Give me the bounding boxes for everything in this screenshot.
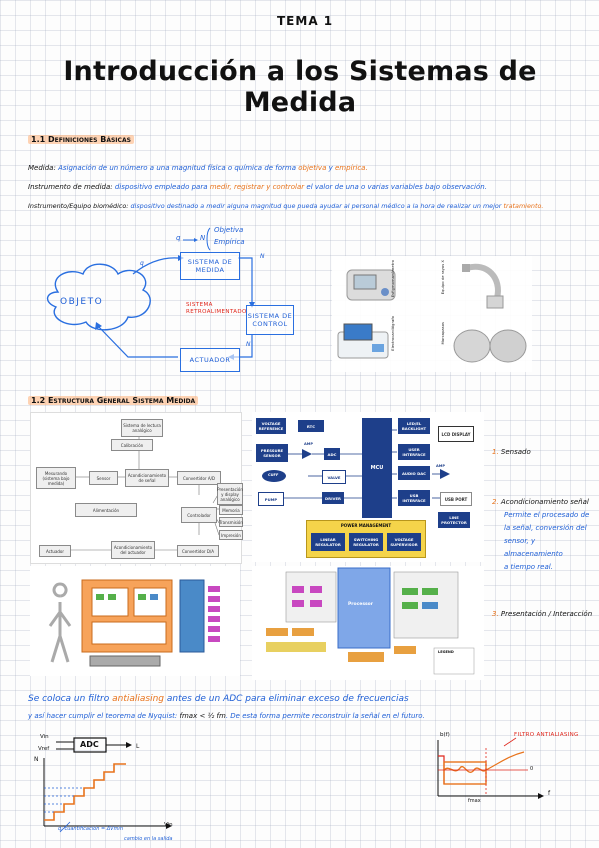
rayos-x-image (462, 263, 504, 309)
measurement-loop-diagram (46, 227, 255, 360)
staircase-line (44, 763, 126, 821)
block-acond-senal: Acondicionamiento de señal (125, 469, 169, 487)
mcu-amp2: AMP (436, 464, 445, 468)
sistema-control-box: SISTEMA DE CONTROL (246, 305, 294, 335)
mcu-mcu: MCU (362, 418, 392, 518)
mcu-amp1: AMP (304, 442, 313, 446)
block-controlador: Controlador (181, 507, 217, 523)
legend-label: LEGEND (438, 650, 454, 654)
N-axis-label: N (34, 756, 39, 763)
mcu-lcd: LCD DISPLAY (438, 426, 474, 442)
objetiva-label: Objetiva (214, 226, 244, 234)
esfigmo-label: Esfigmomanómetro (390, 260, 395, 298)
fmax-label: fmax (468, 798, 481, 804)
mcu-power-title: POWER MANAGEMENT (340, 523, 392, 528)
quantization-note: q: cuantificación = ΔVmin (58, 826, 123, 832)
block-conv-da: Convertidor D/A (177, 545, 219, 557)
esfigmomanometro-image (346, 269, 396, 301)
patient-system-diagram (30, 566, 240, 676)
mcu-rtc: RTC (298, 420, 324, 432)
definition-instrumento: Instrumento de medida: dispositivo emple… (28, 183, 487, 191)
mcu-adc: ADC (324, 448, 340, 460)
mcu-led: LED/EL BACKLIGHT (398, 418, 430, 434)
rayos-label: Equipo de rayos X (440, 260, 445, 295)
mcu-block-diagram: VOLTAGE REFERENCE RTC LED/EL BACKLIGHT L… (252, 412, 484, 562)
mcu-linear: LINEAR REGULATOR (311, 533, 345, 551)
definition-equipo-biomedico: Instrumento/Equipo biomédico: dispositiv… (28, 202, 544, 210)
mcu-switching: SWITCHING REGULATOR (349, 533, 383, 551)
tema-label: TEMA 1 (277, 14, 334, 28)
block-sensor: Sensor (89, 471, 118, 485)
mcu-power-panel: POWER MANAGEMENT LINEAR REGULATOR SWITCH… (306, 520, 426, 558)
objeto-label: OBJETO (60, 297, 104, 307)
mcu-voltage-ref: VOLTAGE REFERENCE (256, 418, 286, 434)
generic-block-diagram: Sistema de lectura analógico Calibración… (30, 412, 243, 564)
block-calibracion: Calibración (111, 439, 153, 451)
section-2-heading: 1.2 Estructura General Sistema Medida (28, 396, 199, 405)
mapping-N: N (200, 234, 206, 242)
q-arrow-label: q (140, 260, 144, 267)
marcapasos-image (453, 329, 527, 363)
electro-label: Electrocardiógrafo (390, 316, 395, 351)
block-mesurando: Mesurando (sistema bajo medida) (36, 467, 76, 489)
mcu-line-prot: LINE PROTECTOR (438, 512, 470, 528)
zero-label: 0 (530, 766, 534, 772)
empirica-label: Empírica (214, 238, 245, 246)
sistema-medida-box: SISTEMA DE MEDIDA (180, 252, 240, 280)
N-arrow-label-2: N (246, 341, 251, 348)
mapping-q: q (176, 234, 181, 242)
biomedical-devices-panel: Esfigmomanómetro Equipo de rayos X Elect… (332, 256, 532, 372)
page-title: Introducción a los Sistemas de Medida (63, 56, 537, 118)
processor-diagram: Processor LEGEND (252, 566, 484, 680)
objeto-cloud (46, 263, 151, 331)
note-acondicionamiento: 2. Acondicionamiento señal Permite el pr… (492, 498, 590, 571)
marcapasos-label: Marcapasos (440, 322, 445, 345)
antialiasing-para-2: y así hacer cumplir el teorema de Nyquis… (28, 712, 425, 720)
note-presentacion: 3. Presentación / Interacción (492, 610, 593, 618)
vin-label: Vin (40, 734, 49, 740)
definition-medida: Medida: Asignación de un número a una ma… (28, 164, 368, 172)
mcu-driver: DRIVER (322, 492, 344, 504)
bf-label: b(f) (440, 732, 450, 738)
note-sensado: 1. Sensado (492, 448, 531, 456)
block-acond-actuador: Acondicionamiento del actuador (111, 541, 155, 559)
N-arrow-label: N (260, 253, 265, 260)
L-label: L (136, 743, 140, 750)
mcu-usb-if: USB INTERFACE (398, 490, 430, 506)
term: Medida: (28, 164, 56, 172)
block-memoria: Memoria (219, 505, 243, 515)
mcu-pump: PUMP (258, 492, 284, 506)
antialiasing-para-1: Se coloca un filtro antialiasing antes d… (28, 694, 409, 704)
block-impresion: Impresión (219, 530, 243, 540)
quantization-note-2: cambio en la salida (124, 836, 173, 842)
section-1-heading: 1.1 Definiciones Básicas (28, 135, 134, 144)
block-conv-ad: Convertidor A/D (177, 471, 221, 485)
processor-label: Processor (348, 602, 373, 607)
mcu-valve: VALVE (322, 470, 346, 484)
mcu-audio: AUDIO DAC (398, 466, 430, 480)
block-alimentacion: Alimentación (75, 503, 137, 517)
vin-axis-label: Vin (164, 822, 173, 828)
f-label: f (548, 790, 551, 797)
antialiasing-filter-sketch (437, 737, 544, 799)
mcu-supervisor: VOLTAGE SUPERVISOR (387, 533, 421, 551)
vref-label: Vref (38, 746, 50, 752)
block-actuador: Actuador (39, 545, 71, 557)
mcu-user-if: USER INTERFACE (398, 444, 430, 460)
adc-label: ADC (80, 740, 99, 749)
electrocardiografo-image (337, 323, 389, 359)
filtro-label: FILTRO ANTIALIASING (514, 732, 579, 738)
mcu-usb-port: USB PORT (440, 492, 472, 506)
mcu-pressure: PRESSURE SENSOR (256, 444, 288, 462)
block-sistema-lectura: Sistema de lectura analógico (121, 419, 163, 437)
block-presentacion: Presentación y display analógico (217, 483, 243, 505)
actuador-box: ACTUADOR (180, 348, 240, 372)
retroalimentado-label: SISTEMA RETROALIMENTADO (186, 302, 247, 315)
block-transmision: Transmisión (219, 517, 243, 527)
adc-quantization-sketch (43, 737, 172, 833)
mcu-cuff: CUFF (268, 473, 279, 477)
